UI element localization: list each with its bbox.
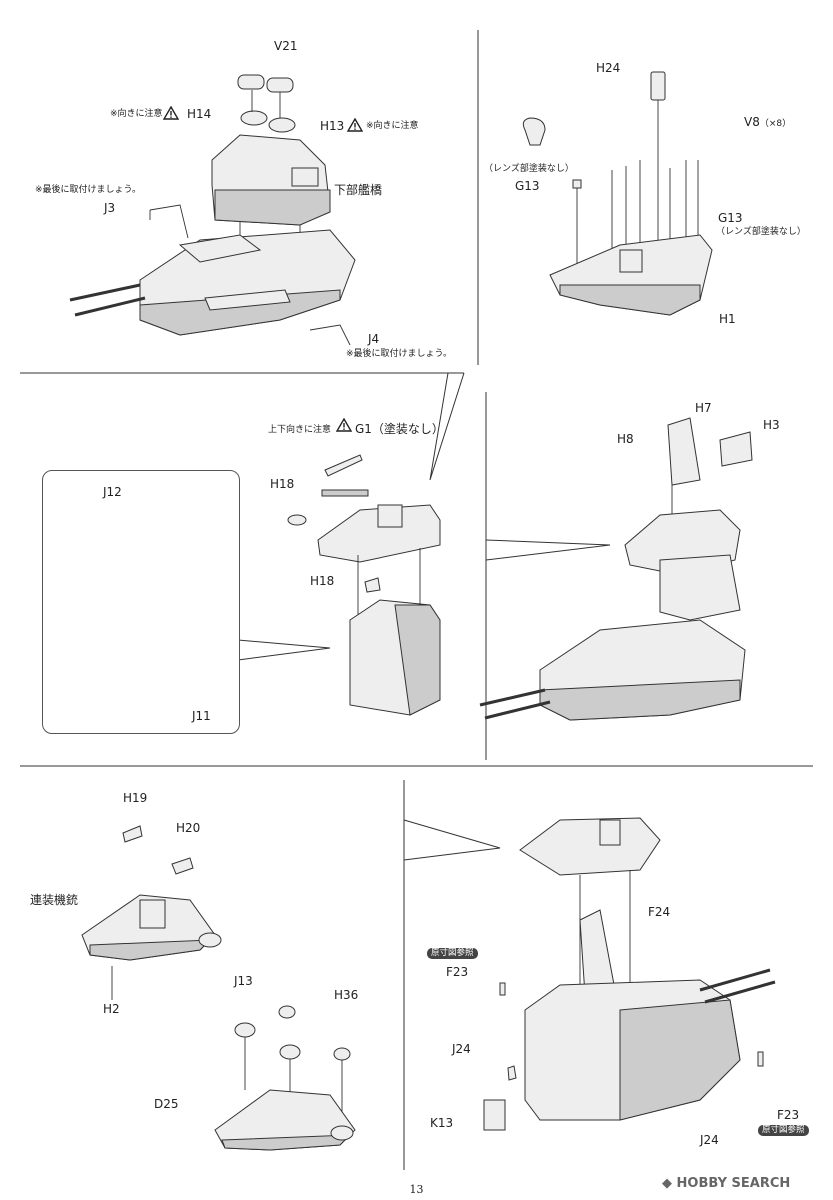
twin-machine-gun-label: 連装機銃 (30, 893, 79, 907)
g1-orientation-note: 上下向きに注意 (268, 425, 332, 435)
v21-label: V21 (274, 39, 298, 53)
h7-label: H7 (695, 401, 712, 415)
g13-left-label: G13 (515, 179, 540, 193)
h3-label: H3 (763, 418, 780, 432)
step6-drawing (483, 817, 776, 1131)
h8-label: H8 (617, 432, 634, 446)
f23-right-label: F23 (777, 1108, 800, 1122)
v8-label: V8（×8） (744, 115, 792, 130)
g13-right-lens-note: （レンズ部塗装なし） (716, 227, 806, 237)
h1-label: H1 (719, 312, 736, 326)
j3-label: J3 (104, 201, 116, 215)
j4-attach-last-note: ※最後に取付けましょう。 (346, 349, 453, 359)
h18-top-label: H18 (270, 477, 295, 491)
hobby-search-logo-icon: ◆ (662, 1176, 677, 1191)
step2-drawing (522, 71, 713, 316)
g13-left-lens-note: （レンズ部塗装なし） (484, 164, 574, 174)
actual-size-reference-badge-right: 原寸図参照 (758, 1125, 809, 1136)
j24-left-label: J24 (452, 1042, 471, 1056)
g13-right-label: G13 (718, 211, 743, 225)
watermark: ◆ HOBBY SEARCH (662, 1176, 791, 1191)
f23-top-label: F23 (446, 965, 469, 979)
g1-label: G1（塗装なし） (355, 422, 444, 436)
lower-bridge-label: 下部艦橋 (334, 183, 383, 197)
j3-attach-last-note: ※最後に取付けましょう。 (35, 185, 142, 195)
panel-dividers (20, 30, 813, 1170)
h19-label: H19 (123, 791, 148, 805)
h14-label: H14 (187, 107, 212, 121)
h13-orientation-note: ※向きに注意 (366, 121, 419, 131)
h14-orientation-note: ※向きに注意 (110, 109, 163, 119)
warning-icon (335, 417, 353, 435)
k13-label: K13 (430, 1116, 454, 1130)
h36-label: H36 (334, 988, 359, 1002)
warning-icon (346, 117, 364, 135)
warning-icon (162, 105, 180, 123)
step1-drawing (69, 74, 356, 346)
h13-label: H13 (320, 119, 345, 133)
j24-bottom-label: J24 (700, 1133, 719, 1147)
d25-label: D25 (154, 1097, 179, 1111)
h18-bottom-label: H18 (310, 574, 335, 588)
page-number: 13 (409, 1183, 424, 1196)
h2-label: H2 (103, 1002, 120, 1016)
j12-j11-inset (42, 470, 240, 734)
j13-label: J13 (234, 974, 253, 988)
step4-drawing (479, 417, 753, 721)
j12-label: J12 (103, 485, 122, 499)
step3-drawing (287, 454, 441, 716)
f24-label: F24 (648, 905, 671, 919)
h20-label: H20 (176, 821, 201, 835)
j11-label: J11 (192, 709, 211, 723)
step5-drawing (81, 825, 356, 1151)
h24-label: H24 (596, 61, 621, 75)
actual-size-reference-badge: 原寸図参照 (427, 948, 478, 959)
j4-label: J4 (368, 332, 380, 346)
